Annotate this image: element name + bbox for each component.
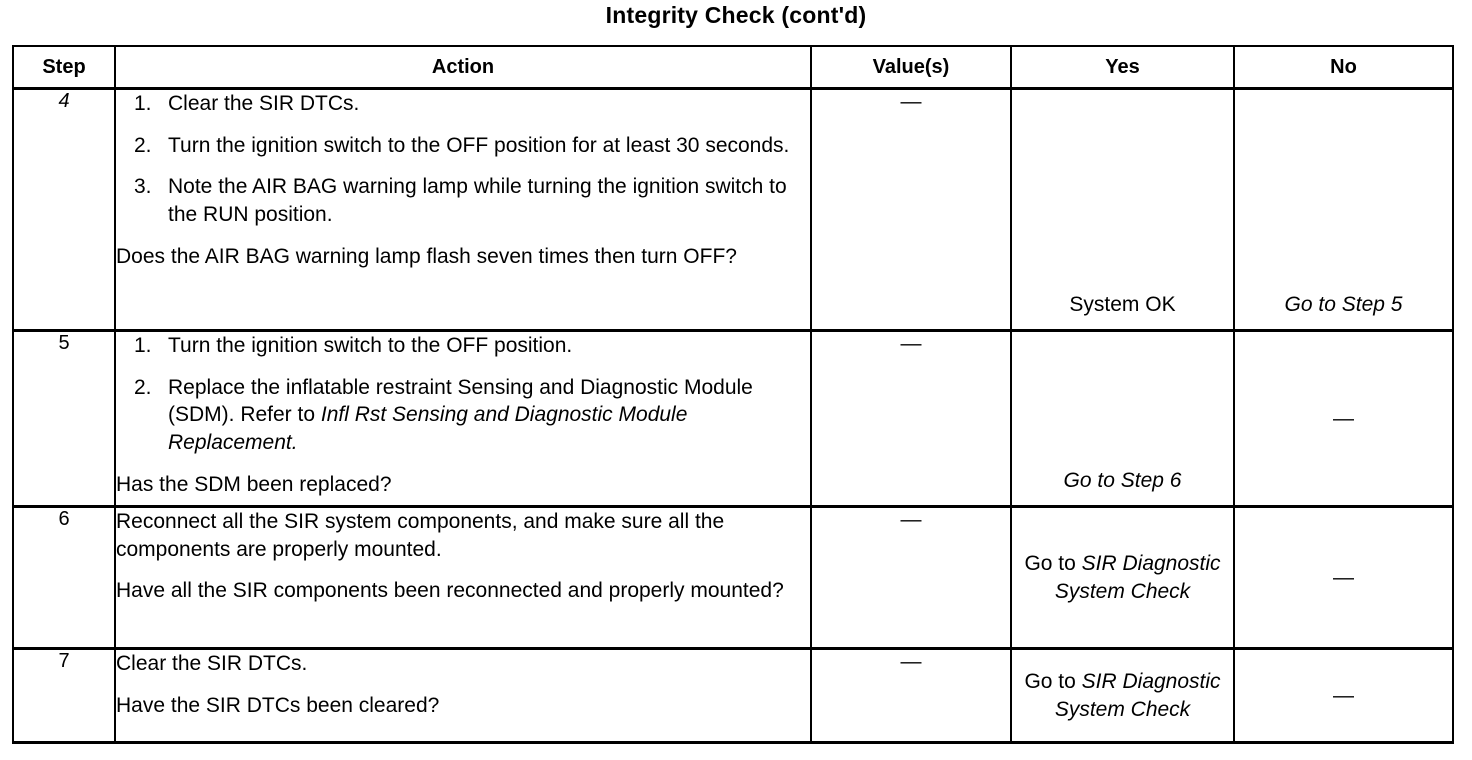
cell-yes-reference: SIR Diagnostic System Check (1054, 669, 1221, 721)
integrity-check-table: Step Action Value(s) Yes No 4 1. Clear the… (12, 45, 1454, 744)
action-step-number: 1. (134, 334, 152, 357)
cell-yes-reference: SIR Diagnostic System Check (1054, 551, 1221, 603)
action-step-text: Clear the SIR DTCs. (168, 92, 360, 115)
cell-value: — (810, 329, 1012, 508)
table-row: 4 1. Clear the SIR DTCs. 2. Turn the ignitio… (12, 87, 1454, 332)
cell-value: — (810, 647, 1012, 744)
action-question: Have all the SIR components been reconne… (116, 579, 784, 603)
page-title: Integrity Check (cont'd) (605, 2, 867, 28)
action-statement: Clear the SIR DTCs. (116, 652, 308, 675)
cell-no: Go to Step 5 (1233, 87, 1454, 332)
cell-step: 6 (12, 505, 116, 650)
cell-no-text: — (1333, 406, 1354, 430)
cell-step: 7 (12, 647, 116, 744)
action-step-list: 1. Turn the ignition switch to the OFF po… (116, 332, 810, 457)
value-dash: — (900, 650, 922, 673)
cell-yes: Go to SIR Diagnostic System Check (1010, 505, 1235, 650)
action-step-list: 1. Clear the SIR DTCs. 2. Turn the ignition… (116, 90, 810, 229)
cell-no: — (1233, 329, 1454, 508)
cell-yes: Go to Step 6 (1010, 329, 1235, 508)
action-question: Have the SIR DTCs been cleared? (116, 693, 440, 717)
table-row: 5 1. Turn the ignition switch to the OFF p… (12, 329, 1454, 508)
action-question: Has the SDM been replaced? (116, 472, 392, 496)
cell-action: 1. Turn the ignition switch to the OFF po… (114, 329, 812, 508)
cell-no-text: — (1333, 683, 1354, 707)
value-dash: — (900, 332, 922, 355)
cell-action: Clear the SIR DTCs. Have the SIR DTCs bee… (114, 647, 812, 744)
value-dash: — (900, 90, 922, 113)
cell-action: 1. Clear the SIR DTCs. 2. Turn the ignition… (114, 87, 812, 332)
action-step-reference: Infl Rst Sensing and Diagnostic Module R… (168, 403, 688, 455)
cell-value: — (810, 505, 1012, 650)
action-question: Does the AIR BAG warning lamp flash seve… (116, 244, 737, 268)
cell-yes-text: Go to (1024, 551, 1082, 575)
cell-yes-text: System OK (1069, 293, 1176, 317)
cell-value: — (810, 87, 1012, 332)
cell-yes-text: Go to (1024, 669, 1082, 693)
cell-no-reference: Go to Step 5 (1284, 293, 1403, 317)
action-step-item: 2. Turn the ignition switch to the OFF po… (116, 132, 810, 160)
action-step-number: 1. (134, 92, 152, 115)
column-header-yes: Yes (1010, 45, 1235, 90)
action-statement: Reconnect all the SIR system components,… (116, 510, 725, 561)
cell-yes-reference: Go to Step 6 (1063, 469, 1182, 493)
action-step-item: 3. Note the AIR BAG warning lamp while tu… (116, 173, 810, 228)
action-step-text: Replace the inflatable restraint Sensing… (168, 375, 753, 427)
cell-action: Reconnect all the SIR system components,… (114, 505, 812, 650)
cell-step: 4 (12, 87, 116, 332)
cell-step: 5 (12, 329, 116, 508)
action-step-number: 2. (134, 133, 152, 157)
action-step-item: 2. Replace the inflatable restraint Sensi… (116, 374, 810, 457)
header-row: Step Action Value(s) Yes No (12, 45, 1454, 90)
action-step-text: Turn the ignition switch to the OFF posi… (168, 133, 790, 157)
action-step-item: 1. Clear the SIR DTCs. (116, 90, 810, 118)
column-header-no: No (1233, 45, 1454, 90)
cell-yes: Go to SIR Diagnostic System Check (1010, 647, 1235, 744)
cell-yes: System OK (1010, 87, 1235, 332)
action-step-number: 3. (134, 175, 152, 199)
action-step-text: Note the AIR BAG warning lamp while turn… (168, 175, 787, 227)
cell-no: — (1233, 505, 1454, 650)
table-header: Step Action Value(s) Yes No (12, 45, 1454, 90)
column-header-step: Step (12, 45, 116, 90)
value-dash: — (900, 508, 922, 531)
column-header-value: Value(s) (810, 45, 1012, 90)
action-step-text: Turn the ignition switch to the OFF posi… (168, 334, 573, 357)
cell-no: — (1233, 647, 1454, 744)
action-step-number: 2. (134, 375, 152, 399)
cell-no-text: — (1333, 565, 1354, 589)
action-step-item: 1. Turn the ignition switch to the OFF po… (116, 332, 810, 360)
column-header-action: Action (114, 45, 812, 90)
table-body: 4 1. Clear the SIR DTCs. 2. Turn the ignitio… (12, 87, 1454, 744)
